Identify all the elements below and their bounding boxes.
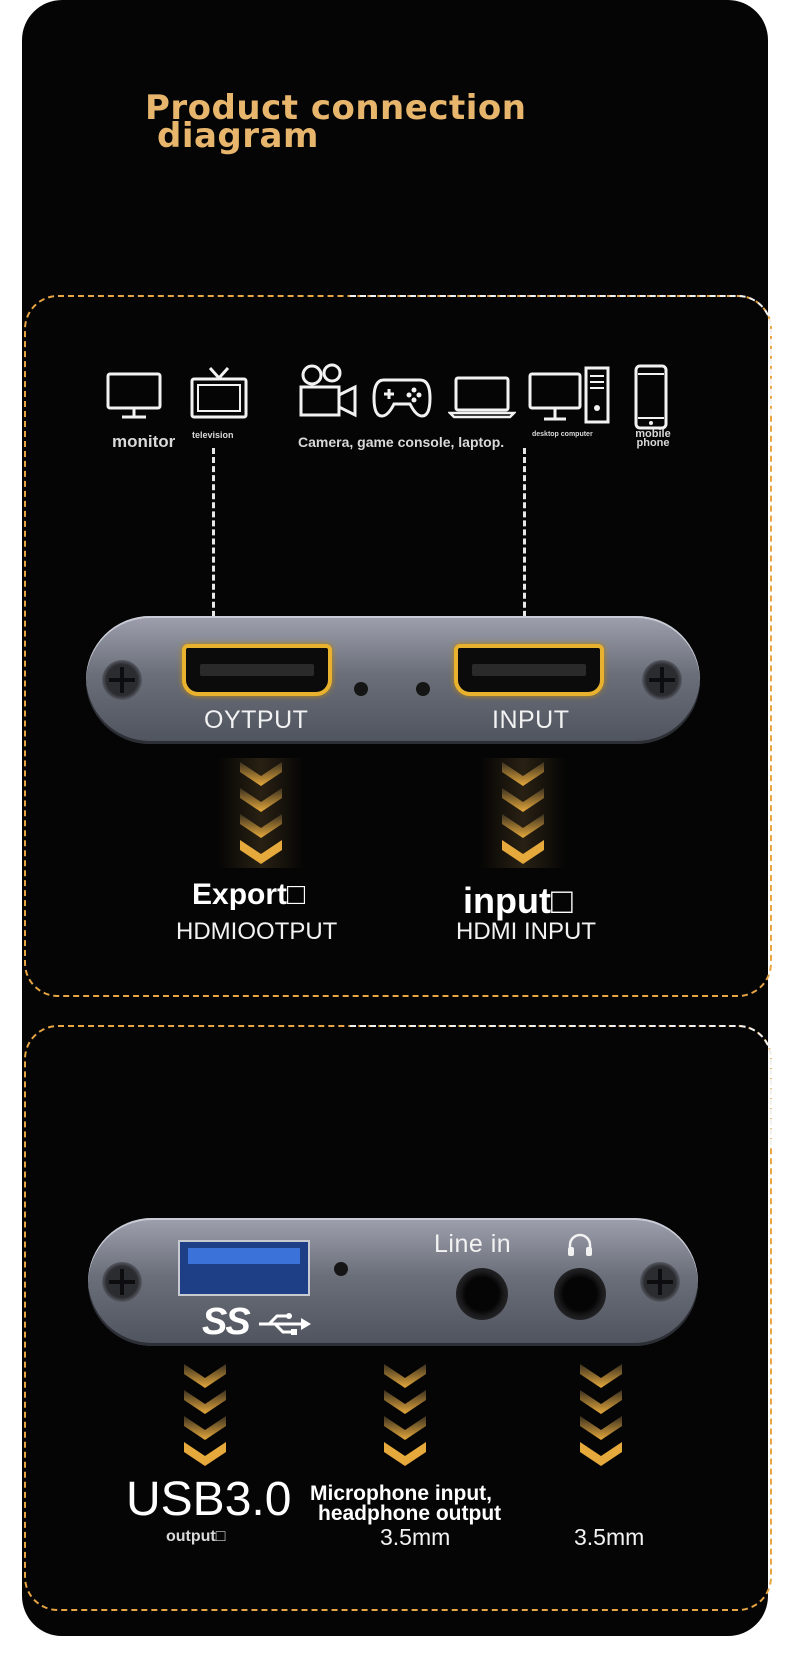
output-arrows-icon	[240, 762, 282, 864]
status-led	[334, 1262, 348, 1276]
mobile-phone-icon	[634, 364, 668, 430]
indicator-led-2	[416, 682, 430, 696]
mobile-label-line-2: phone	[636, 437, 670, 449]
monitor-icon	[106, 372, 162, 420]
sources-label: Camera, game console, laptop.	[298, 434, 505, 450]
background-card	[22, 0, 768, 1636]
input-arrows-icon	[502, 762, 544, 864]
line-in-jack	[456, 1268, 508, 1320]
panel-edge-highlight	[350, 295, 772, 417]
capture-device-usb-side: Line in SS	[88, 1218, 698, 1346]
mobile-label-line-1: mobile	[635, 428, 671, 440]
export-subtitle: HDMIOOTPUT	[176, 918, 338, 945]
mic-headphone-title: Microphone input, headphone output	[310, 1482, 502, 1525]
headphone-arrows-icon	[580, 1364, 622, 1466]
screw-right-2	[640, 1262, 680, 1302]
panel-edge-highlight-2	[350, 1025, 772, 1147]
television-label: television	[192, 430, 234, 440]
headphone-size-label: 3.5mm	[574, 1524, 645, 1550]
output-port-label: OYTPUT	[204, 706, 309, 734]
television-icon	[190, 366, 248, 422]
headphone-icon	[568, 1233, 592, 1256]
input-subtitle: HDMI INPUT	[456, 918, 596, 945]
input-connection-line	[523, 448, 526, 644]
headphone-jack	[554, 1268, 606, 1320]
capture-device-hdmi-side: OYTPUT INPUT	[86, 616, 700, 744]
camera-icon	[298, 363, 358, 419]
line-in-arrows-icon	[384, 1364, 426, 1466]
gamepad-icon	[372, 374, 432, 420]
input-port-label: INPUT	[492, 706, 570, 734]
usb-arrows-icon	[184, 1364, 226, 1466]
hdmi-input-port	[454, 644, 604, 696]
indicator-led-1	[354, 682, 368, 696]
usb-audio-panel	[24, 1025, 772, 1611]
mic-title-line-2: headphone output	[318, 1502, 502, 1525]
screw-left	[102, 660, 142, 700]
screw-right	[642, 660, 682, 700]
screw-left-2	[102, 1262, 142, 1302]
desktop-computer-icon	[528, 366, 610, 424]
title-line-1: Product connection	[145, 88, 527, 128]
input-title: input□	[463, 880, 573, 921]
desktop-computer-label: desktop computer	[532, 431, 593, 438]
output-connection-line	[212, 448, 215, 644]
usb-logo-text: SS	[202, 1301, 251, 1343]
mobile-phone-label: mobile phone	[634, 428, 672, 449]
hdmi-output-port	[182, 644, 332, 696]
mic-title-line-1: Microphone input,	[310, 1482, 492, 1505]
line-in-label: Line in	[434, 1230, 512, 1258]
page-title: Product connection diagram	[145, 91, 526, 156]
usb3-port	[178, 1240, 310, 1296]
superspeed-usb-icon: SS	[202, 1301, 312, 1343]
usb-title: USB3.0	[126, 1473, 292, 1526]
monitor-label: monitor	[112, 432, 176, 451]
hdmi-connection-panel	[24, 295, 772, 997]
mic-size-label: 3.5mm	[380, 1524, 451, 1550]
title-line-2: diagram	[157, 116, 319, 156]
usb-subtitle: output□	[166, 1528, 226, 1545]
laptop-icon	[448, 375, 516, 419]
export-title: Export□	[192, 878, 306, 911]
